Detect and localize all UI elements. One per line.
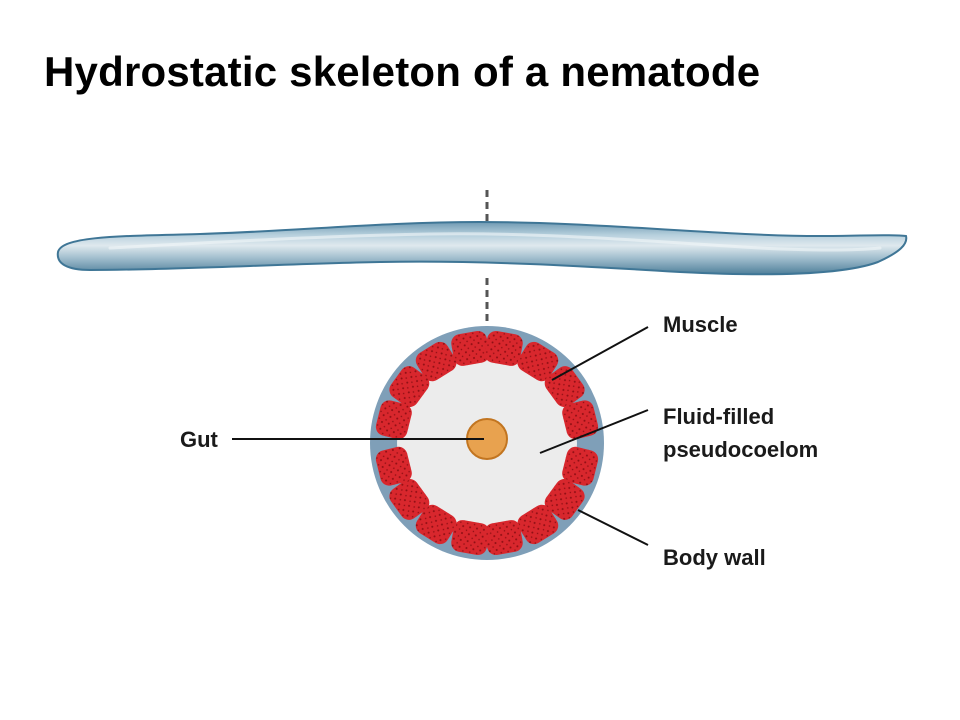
leader-pseudocoelom	[539, 409, 649, 454]
leader-muscle	[551, 326, 649, 381]
diagram-title: Hydrostatic skeleton of a nematode	[44, 48, 761, 95]
muscle-quadrant-bottom-right	[484, 446, 599, 555]
muscle-quadrant-top-left	[375, 331, 490, 440]
cross-section	[370, 326, 604, 560]
label-pseudocoelom: pseudocoelom	[663, 437, 819, 462]
label-muscle: Muscle	[663, 312, 738, 337]
muscle-quadrant-top-right	[484, 331, 599, 440]
nematode-body	[56, 220, 908, 276]
worm-shape	[56, 220, 908, 276]
leader-body-wall	[577, 509, 649, 546]
label-fluid-filled: Fluid-filled	[663, 404, 775, 429]
muscle-quadrant-bottom-left	[375, 446, 490, 555]
label-body-wall: Body wall	[663, 545, 766, 570]
label-gut: Gut	[180, 427, 218, 452]
worm-highlight	[108, 232, 882, 252]
